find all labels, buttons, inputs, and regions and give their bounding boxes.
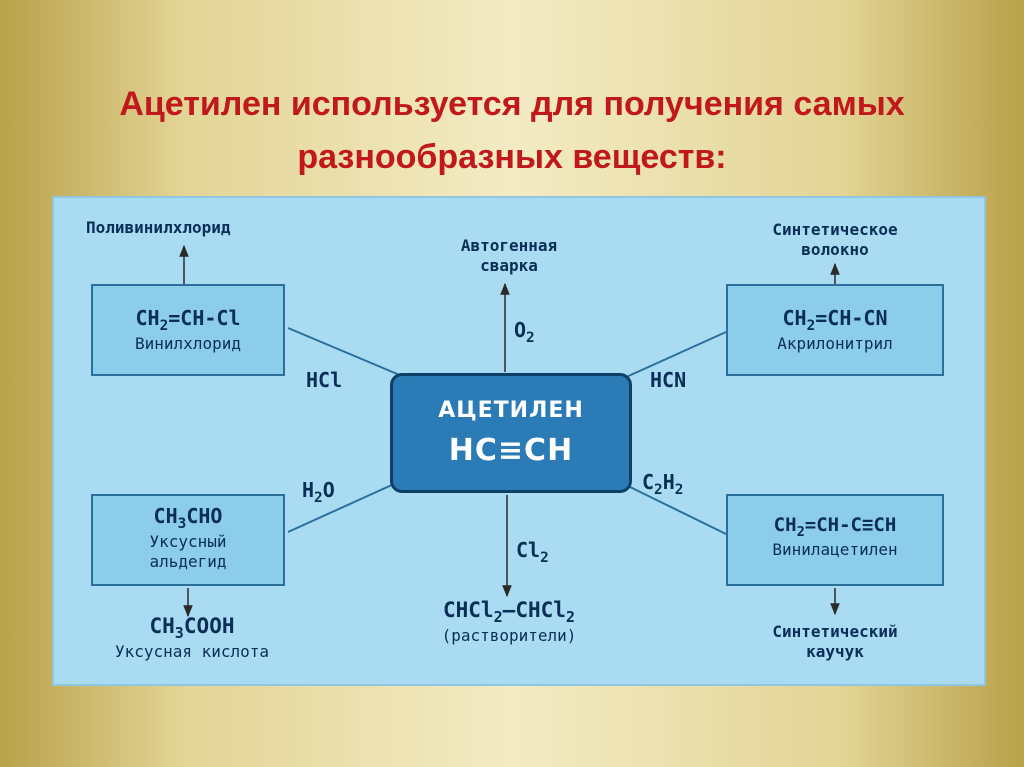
acetic-acid-label: CH3COOH Уксусная кислота xyxy=(82,614,302,661)
diagram-panel: АЦЕТИЛЕН HC≡CH Поливинилхлорид CH2=CH-Cl… xyxy=(52,196,986,686)
reagent-o2: O2 xyxy=(514,318,535,346)
acetylene-formula: HC≡CH xyxy=(448,433,574,468)
tetrachloroethane-formula: CHCl2–CHCl2 xyxy=(442,598,575,627)
vinyl-chloride-box: CH2=CH-Cl Винилхлорид xyxy=(91,284,285,376)
reagent-hcn: HCN xyxy=(650,368,687,392)
acetaldehyde-box: CH3CHO Уксусный альдегид xyxy=(91,494,285,586)
link-hcl xyxy=(287,327,403,377)
tetrachloroethane-label: CHCl2–CHCl2 (растворители) xyxy=(384,598,634,645)
vinylacetylene-box: CH2=CH-C≡CH Винилацетилен xyxy=(726,494,944,586)
acetaldehyde-name-line1: Уксусный xyxy=(149,532,227,551)
link-hcn xyxy=(623,331,727,379)
synthetic-fiber-label: Синтетическое волокно xyxy=(772,220,898,259)
synthetic-rubber-label: Синтетический каучук xyxy=(772,622,898,661)
acetylene-name: АЦЕТИЛЕН xyxy=(438,398,584,423)
acrylonitrile-box: CH2=CH-CN Акрилонитрил xyxy=(726,284,944,376)
acrylonitrile-formula: CH2=CH-CN xyxy=(782,306,888,334)
reagent-cl2: Cl2 xyxy=(516,538,549,566)
acetaldehyde-formula: CH3CHO xyxy=(153,504,223,532)
solvents-name: (растворители) xyxy=(441,626,577,646)
reagent-c2h2: C2H2 xyxy=(642,470,684,498)
pvc-label: Поливинилхлорид xyxy=(86,218,231,237)
vinyl-chloride-formula: CH2=CH-Cl xyxy=(135,306,241,334)
acetic-acid-formula: CH3COOH xyxy=(149,614,235,643)
link-c2h2 xyxy=(627,485,727,535)
diagram-connectors xyxy=(179,244,840,618)
reagent-h2o: H2O xyxy=(302,478,335,506)
slide-title: Ацетилен используется для получения самы… xyxy=(119,85,905,176)
link-h2o xyxy=(287,483,395,533)
vinylacetylene-name: Винилацетилен xyxy=(772,539,898,559)
acetic-acid-name: Уксусная кислота xyxy=(114,642,270,662)
acrylonitrile-name: Акрилонитрил xyxy=(777,334,893,353)
vinylacetylene-formula: CH2=CH-C≡CH xyxy=(773,514,897,540)
welding-label: Автогенная сварка xyxy=(460,236,558,275)
acetylene-center-box: АЦЕТИЛЕН HC≡CH xyxy=(390,373,632,493)
reagent-hcl: HCl xyxy=(306,368,343,392)
vinyl-chloride-name: Винилхлорид xyxy=(135,334,241,353)
acetaldehyde-name-line2: альдегид xyxy=(149,552,227,571)
